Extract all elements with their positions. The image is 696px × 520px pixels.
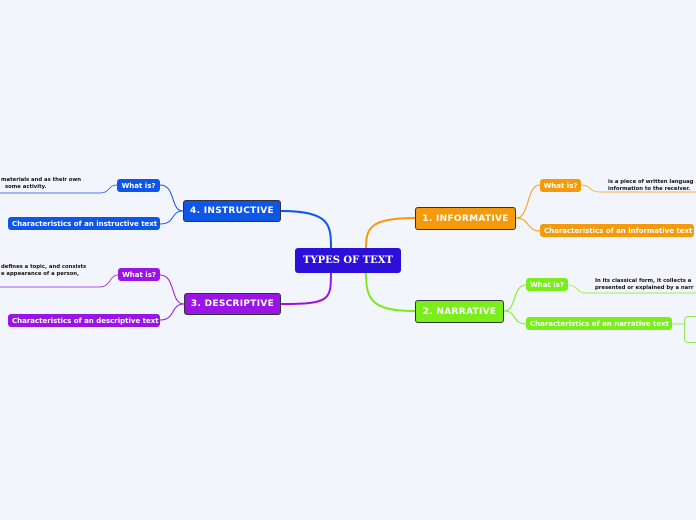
narrative-definition-line: In its classical form, it collects a — [595, 278, 692, 284]
informative-characteristics[interactable]: Characteristics of an informative text — [540, 224, 694, 237]
descriptive-definition-line: e appearance of a person, — [1, 271, 80, 277]
informative-what-is[interactable]: What is? — [540, 179, 581, 192]
instructive-definition-line: some activity. — [5, 184, 47, 190]
instructive-definition-line: materials and as their own — [1, 177, 82, 183]
descriptive-definition-line: defines a topic, and consists — [1, 264, 87, 270]
descriptive-what-is[interactable]: What is? — [118, 268, 160, 281]
informative-definition: is a piece of written languag informatio… — [608, 179, 693, 193]
narrative-definition-line: presented or explained by a narr — [595, 285, 694, 291]
central-topic[interactable]: TYPES OF TEXT — [295, 248, 401, 273]
descriptive-definition: defines a topic, and consists e appearan… — [1, 264, 86, 278]
topic-instructive[interactable]: 4. INSTRUCTIVE — [183, 200, 281, 222]
narrative-characteristics-child[interactable] — [684, 316, 696, 343]
instructive-definition: materials and as their own some activity… — [1, 177, 81, 191]
descriptive-characteristics[interactable]: Characteristics of an descriptive text — [8, 314, 160, 327]
narrative-definition: In its classical form, it collects a pre… — [595, 278, 693, 292]
instructive-characteristics[interactable]: Characteristics of an instructive text — [8, 217, 160, 230]
informative-definition-line: information to the receiver. — [608, 186, 691, 192]
narrative-what-is[interactable]: What is? — [526, 278, 568, 291]
informative-definition-line: is a piece of written languag — [608, 179, 694, 185]
topic-descriptive[interactable]: 3. DESCRIPTIVE — [184, 293, 281, 315]
narrative-characteristics[interactable]: Characteristics of an narrative text — [526, 317, 672, 330]
instructive-what-is[interactable]: What is? — [117, 179, 160, 192]
topic-informative[interactable]: 1. INFORMATIVE — [415, 207, 516, 230]
topic-narrative[interactable]: 2. NARRATIVE — [415, 300, 504, 323]
